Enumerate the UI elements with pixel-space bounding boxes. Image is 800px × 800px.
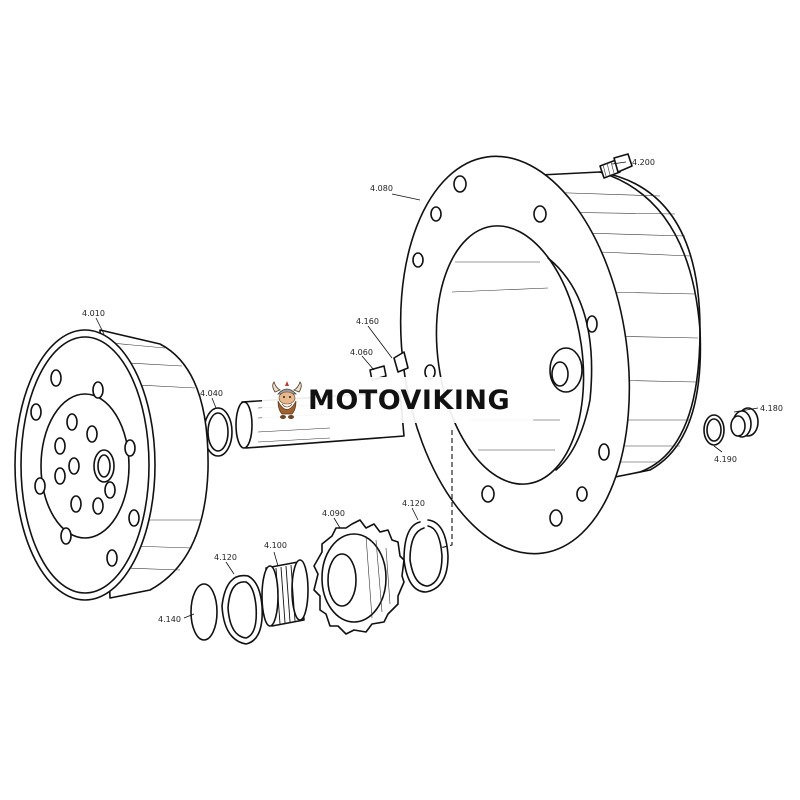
alignment-dash — [439, 430, 453, 549]
label-4100: 4.100 — [264, 541, 287, 550]
label-4190: 4.190 — [714, 455, 737, 464]
brand-wordmark: MOTOVIKING — [308, 384, 511, 416]
label-4090: 4.090 — [322, 509, 345, 518]
label-4180: 4.180 — [760, 404, 783, 413]
planet-gear-4090 — [313, 519, 405, 635]
snap-ring-4040 — [203, 407, 233, 457]
label-4040: 4.040 — [200, 389, 223, 398]
retaining-ring-4120-left — [221, 574, 263, 645]
label-4010: 4.010 — [82, 309, 105, 318]
label-4200: 4.200 — [632, 158, 655, 167]
planet-carrier-4010 — [14, 329, 209, 601]
o-ring-4190 — [703, 414, 725, 446]
retaining-ring-4120-right — [403, 519, 449, 593]
leader-lines — [95, 161, 759, 619]
plug-4180 — [730, 407, 759, 438]
label-4140: 4.140 — [158, 615, 181, 624]
label-4120-left: 4.120 — [214, 553, 237, 562]
label-4160: 4.160 — [356, 317, 379, 326]
viking-mascot-icon — [272, 381, 302, 419]
needle-bearing-4100 — [261, 559, 309, 627]
spacer-ring-4140 — [190, 583, 218, 641]
label-4060: 4.060 — [350, 348, 373, 357]
label-4120-right: 4.120 — [402, 499, 425, 508]
bolt-4200 — [599, 153, 633, 179]
label-4080: 4.080 — [370, 184, 393, 193]
pin-4160 — [393, 351, 409, 373]
brand-watermark: MOTOVIKING — [262, 377, 534, 423]
part-labels: 4.010 4.040 4.080 4.090 4.100 4.120 4.12… — [82, 158, 783, 624]
